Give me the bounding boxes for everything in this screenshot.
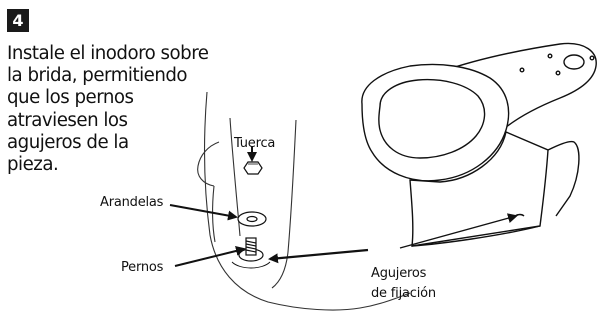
step-number-badge: 4 <box>7 9 29 32</box>
fixing-holes-label: Agujeros de fijación <box>371 266 436 301</box>
toilet-bowl <box>361 42 597 247</box>
washers-label: Arandelas <box>100 195 164 210</box>
instruction-text: Instale el inodoro sobre la brida, permi… <box>7 43 209 176</box>
washers-arrow <box>169 204 238 221</box>
tank-mount-hole <box>563 54 585 70</box>
nut-label: Tuerca <box>234 136 276 151</box>
holes-arrow-left <box>268 248 369 264</box>
bolt-assembly <box>231 161 271 269</box>
bowl-opening <box>378 78 486 159</box>
holes-arrow-right <box>399 213 518 249</box>
bolts-label: Pernos <box>121 260 164 275</box>
bolts-arrow <box>174 246 246 267</box>
nut-icon <box>243 161 263 175</box>
